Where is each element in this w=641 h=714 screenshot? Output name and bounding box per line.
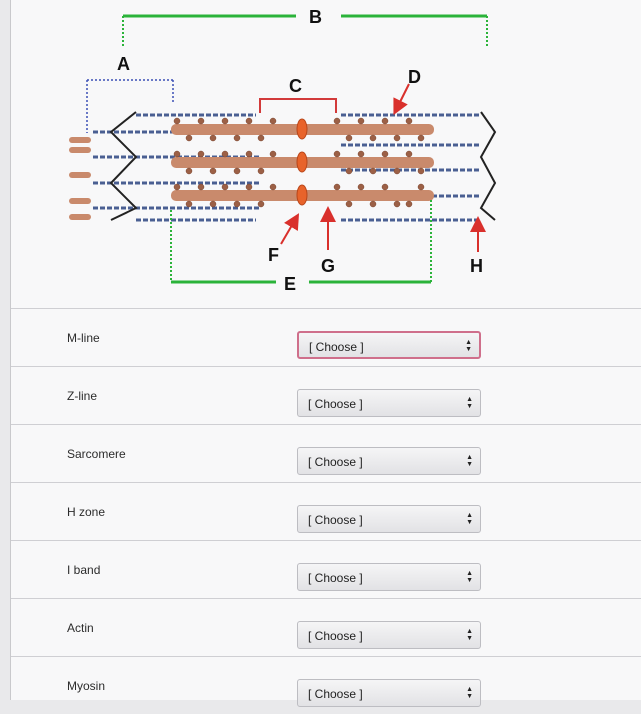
z-lines (109, 111, 497, 221)
matching-row-actin: Actin [ Choose ] ▲▼ (11, 598, 641, 656)
select-value: [ Choose ] (308, 571, 363, 585)
matching-row-myosin: Myosin [ Choose ] ▲▼ (11, 656, 641, 714)
select-value: [ Choose ] (309, 340, 364, 354)
select-arrows-icon: ▲▼ (466, 396, 473, 410)
bracket-b (122, 14, 488, 48)
answer-select-actin[interactable]: [ Choose ] ▲▼ (297, 621, 481, 649)
select-arrows-icon: ▲▼ (466, 686, 473, 700)
select-arrows-icon: ▲▼ (466, 454, 473, 468)
answer-select-z-line[interactable]: [ Choose ] ▲▼ (297, 389, 481, 417)
select-arrows-icon: ▲▼ (465, 339, 472, 353)
matching-row-m-line: M-line [ Choose ] ▲▼ (11, 308, 641, 366)
arrow-d (393, 83, 410, 116)
label-a: A (117, 54, 130, 74)
matching-row-z-line: Z-line [ Choose ] ▲▼ (11, 366, 641, 424)
matching-row-sarcomere: Sarcomere [ Choose ] ▲▼ (11, 424, 641, 482)
answer-select-sarcomere[interactable]: [ Choose ] ▲▼ (297, 447, 481, 475)
label-b: B (309, 7, 322, 27)
term-label: Sarcomere (67, 447, 126, 461)
select-value: [ Choose ] (308, 629, 363, 643)
m-line-ovals (296, 118, 308, 206)
matching-row-h-zone: H zone [ Choose ] ▲▼ (11, 482, 641, 540)
term-label: M-line (67, 331, 100, 345)
term-label: Z-line (67, 389, 98, 403)
cut-filament-ends (69, 137, 91, 220)
select-arrows-icon: ▲▼ (466, 512, 473, 526)
label-g: G (321, 256, 335, 276)
matching-row-i-band: I band [ Choose ] ▲▼ (11, 540, 641, 598)
label-d: D (408, 67, 421, 87)
answer-select-m-line[interactable]: [ Choose ] ▲▼ (297, 331, 481, 359)
bracket-c (259, 98, 337, 113)
label-c: C (289, 76, 302, 96)
question-card: B A C (10, 0, 641, 707)
bracket-e (170, 200, 432, 284)
select-arrows-icon: ▲▼ (466, 628, 473, 642)
answer-select-h-zone[interactable]: [ Choose ] ▲▼ (297, 505, 481, 533)
bracket-a (86, 79, 174, 133)
select-value: [ Choose ] (308, 455, 363, 469)
label-f: F (268, 245, 279, 265)
matching-list: M-line [ Choose ] ▲▼ Z-line [ Choose ] ▲… (11, 308, 641, 714)
select-value: [ Choose ] (308, 513, 363, 527)
term-label: Actin (67, 621, 94, 635)
arrow-f (280, 213, 300, 245)
select-value: [ Choose ] (308, 687, 363, 701)
label-e: E (284, 274, 296, 294)
sarcomere-diagram: B A C (69, 7, 497, 294)
term-label: H zone (67, 505, 106, 519)
term-label: I band (67, 563, 101, 577)
term-label: Myosin (67, 679, 106, 693)
select-value: [ Choose ] (308, 397, 363, 411)
select-arrows-icon: ▲▼ (466, 570, 473, 584)
answer-select-myosin[interactable]: [ Choose ] ▲▼ (297, 679, 481, 707)
label-h: H (470, 256, 483, 276)
answer-select-i-band[interactable]: [ Choose ] ▲▼ (297, 563, 481, 591)
